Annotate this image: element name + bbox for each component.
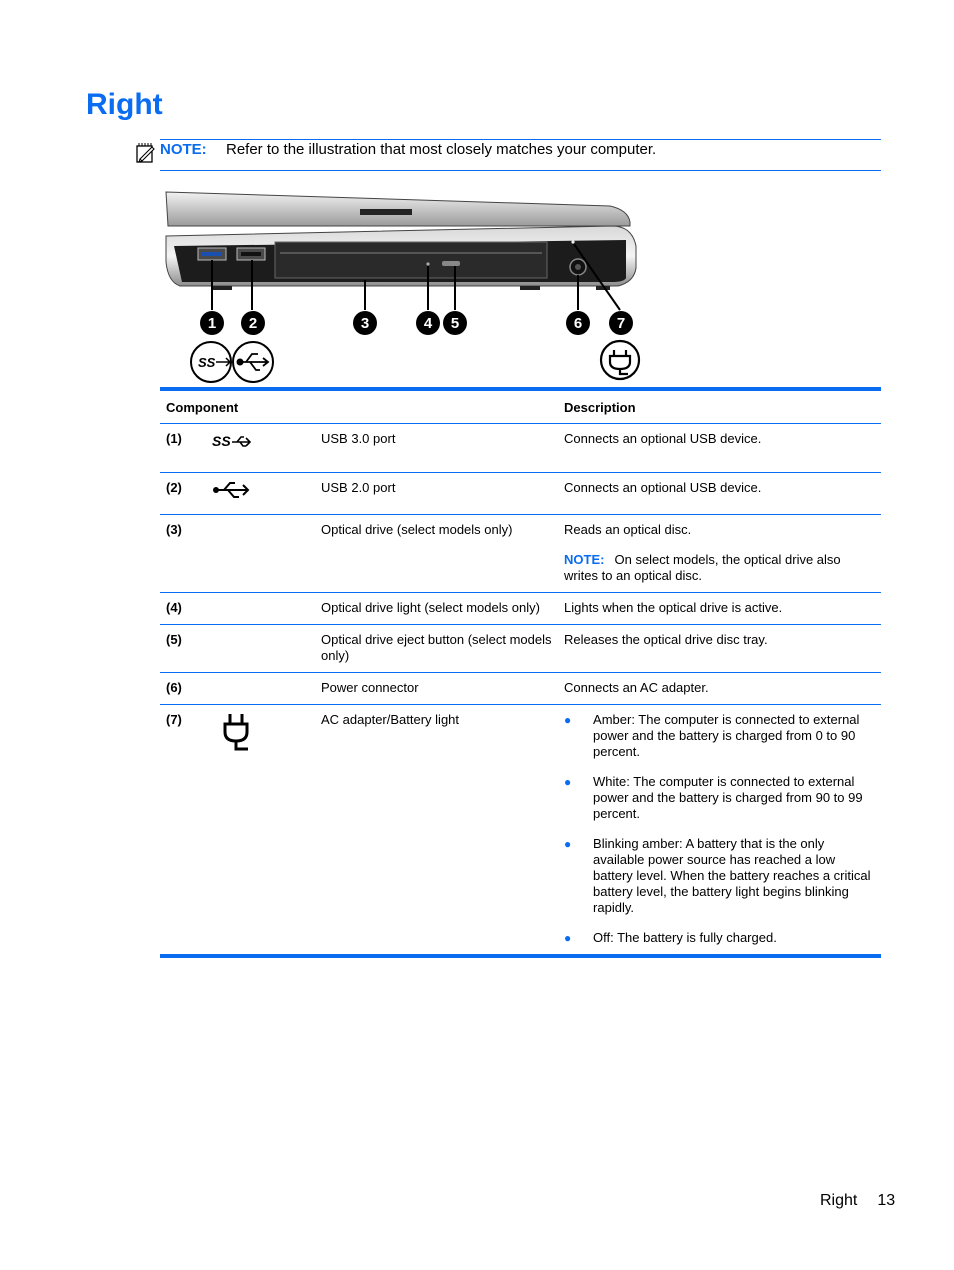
list-item: ● White: The computer is connected to ext… [564,774,875,822]
callout-7: 7 [609,311,633,335]
bullet-text: Off: The battery is fully charged. [593,930,777,945]
table-row: (3) Optical drive (select models only) R… [160,514,882,593]
row-icon-cell [204,624,315,673]
row-icon-cell: SS [204,423,315,473]
svg-text:3: 3 [361,315,369,332]
row-number: (3) [160,514,204,593]
page-footer: Right 13 [820,1192,895,1210]
header-description: Description [558,389,882,424]
row-note: NOTE:On select models, the optical drive… [564,552,875,584]
row-note-text: On select models, the optical drive also… [564,552,841,583]
note-text: Refer to the illustration that most clos… [226,141,657,158]
row-component: USB 3.0 port [315,423,559,473]
callout-5: 5 [443,311,467,335]
bullet-icon: ● [564,713,572,727]
table-row: (6) Power connector Connects an AC adapt… [160,672,882,705]
row-description: Releases the optical drive disc tray. [558,624,882,673]
bullet-text: White: The computer is connected to exte… [593,774,863,821]
table-row: (4) Optical drive light (select models o… [160,592,882,625]
svg-text:SS: SS [198,355,216,370]
note-icon [136,143,155,163]
row-description: Reads an optical disc. [564,522,692,537]
row-icon-cell [204,514,315,593]
row-description: Connects an optional USB device. [558,472,882,515]
power-plug-icon [223,714,249,751]
row-component: AC adapter/Battery light [315,704,559,956]
row-number: (7) [160,704,204,956]
row-description-cell: Reads an optical disc. NOTE:On select mo… [558,514,882,593]
power-plug-icon [599,339,641,381]
list-item: ● Amber: The computer is connected to ext… [564,712,875,760]
svg-text:7: 7 [617,315,625,332]
footer-section: Right [820,1192,858,1209]
page-heading: Right [86,88,163,121]
row-description: Connects an AC adapter. [558,672,882,705]
callout-6: 6 [566,311,590,335]
svg-text:SS: SS [212,433,231,449]
row-component: Optical drive eject button (select model… [315,624,559,673]
table-row: (1) SS USB 3.0 port Connects an optional… [160,423,882,473]
callout-3: 3 [353,311,377,335]
row-component: Power connector [315,672,559,705]
svg-text:6: 6 [574,315,582,332]
list-item: ● Off: The battery is fully charged. [564,930,875,946]
bullet-icon: ● [564,931,572,945]
callout-1: 1 [200,311,224,335]
bullet-icon: ● [564,775,572,789]
row-number: (4) [160,592,204,625]
row-icon-cell [204,672,315,705]
svg-text:1: 1 [208,315,216,332]
row-description: Connects an optional USB device. [558,423,882,473]
callout-4: 4 [416,311,440,335]
svg-text:4: 4 [424,315,433,332]
row-component: Optical drive (select models only) [315,514,559,593]
callout-2: 2 [241,311,265,335]
note-label: NOTE: [160,141,207,158]
header-component: Component [160,389,559,424]
page-number: 13 [877,1192,896,1209]
svg-text:5: 5 [451,315,459,332]
note-box [160,139,881,171]
usb-icon [232,341,274,383]
row-description: Lights when the optical drive is active. [558,592,882,625]
row-icon-cell [204,472,315,515]
row-number: (2) [160,472,204,515]
row-component: USB 2.0 port [315,472,559,515]
usb-icon [213,482,250,498]
bullet-list: ● Amber: The computer is connected to ext… [564,712,875,946]
row-description-cell: ● Amber: The computer is connected to ext… [558,704,882,956]
usb-3-icon: SS [190,341,232,383]
row-icon-cell [204,704,315,956]
optical-drive-graphic [274,241,548,279]
components-table: Component Description (1) SS USB 3.0 por… [160,387,882,958]
row-number: (6) [160,672,204,705]
row-note-label: NOTE: [564,552,605,567]
table-header-row: Component Description [160,389,882,424]
svg-text:2: 2 [249,315,257,332]
bullet-icon: ● [564,837,572,851]
usb-3-icon: SS [212,433,252,449]
row-icon-cell [204,592,315,625]
laptop-right-side-illustration: 1 2 3 4 5 6 7 SS [165,191,641,383]
row-component: Optical drive light (select models only) [315,592,559,625]
table-row: (2) USB 2.0 port Connects an optional US… [160,472,882,515]
list-item: ● Blinking amber: A battery that is the o… [564,836,875,916]
row-number: (5) [160,624,204,673]
table-row: (5) Optical drive eject button (select m… [160,624,882,673]
table-row: (7) AC adapter/Battery light ● Amber: The… [160,704,882,956]
row-number: (1) [160,423,204,473]
bullet-text: Blinking amber: A battery that is the on… [593,836,871,915]
bullet-text: Amber: The computer is connected to exte… [593,712,860,759]
